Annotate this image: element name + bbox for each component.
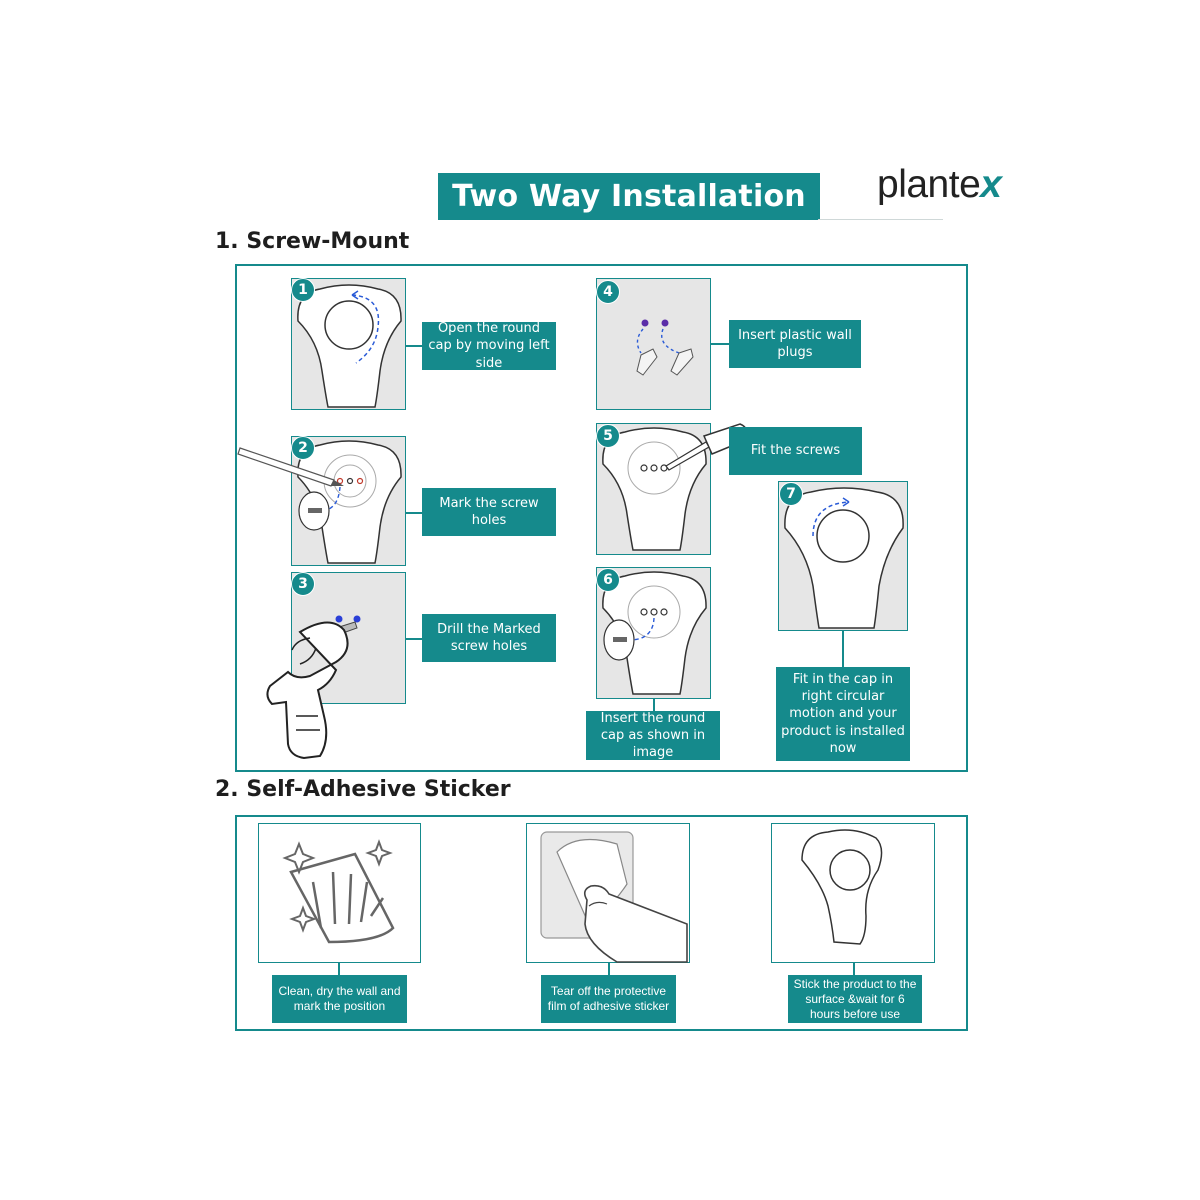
step-4-badge: 4 <box>596 280 620 304</box>
peel-sticker-icon <box>540 831 688 963</box>
connector <box>608 963 610 975</box>
insert-cap-icon <box>602 571 707 695</box>
title-banner: Two Way Installation <box>438 173 820 220</box>
step-1-badge: 1 <box>291 278 315 302</box>
mark-holes-icon <box>297 440 402 564</box>
step-1-label: Open the round cap by moving left side <box>422 321 556 371</box>
step-6-label: Insert the round cap as shown in image <box>586 711 720 760</box>
step-7-badge: 7 <box>779 482 803 506</box>
adhesive-step-1-label: Clean, dry the wall and mark the positio… <box>272 975 407 1023</box>
step-7-label: Fit in the cap in right circular motion … <box>776 667 910 761</box>
step-3-badge: 3 <box>291 572 315 596</box>
step-6-badge: 6 <box>596 568 620 592</box>
connector <box>711 343 729 345</box>
adhesive-step-1-illustration <box>258 823 421 963</box>
section-heading-screw-mount: 1. Screw-Mount <box>215 229 410 254</box>
connector <box>842 631 844 667</box>
step-1-illustration <box>291 278 406 410</box>
section-heading-self-adhesive: 2. Self-Adhesive Sticker <box>215 777 511 802</box>
step-3-label: Drill the Marked screw holes <box>422 614 556 662</box>
step-2-illustration <box>291 436 406 566</box>
brand-logo-x: x <box>980 163 1002 206</box>
cleaning-hand-icon <box>282 839 395 944</box>
screw-mount-frame <box>235 264 968 772</box>
hook-cap-closed-icon <box>784 487 904 629</box>
adhesive-step-2-illustration <box>526 823 690 963</box>
connector <box>406 345 422 347</box>
hook-cap-open-icon <box>297 284 402 408</box>
step-7-illustration <box>778 481 908 631</box>
step-5-label: Fit the screws <box>729 427 862 475</box>
connector <box>406 638 422 640</box>
adhesive-step-3-illustration <box>771 823 935 963</box>
stuck-hook-icon <box>801 829 883 945</box>
wall-plugs-icon <box>636 319 694 376</box>
step-5-illustration <box>596 423 711 555</box>
self-adhesive-frame <box>235 815 968 1031</box>
connector <box>653 699 655 711</box>
brand-logo-text: plante <box>877 163 981 206</box>
brand-underline <box>818 219 943 220</box>
step-2-label: Mark the screw holes <box>422 488 556 536</box>
adhesive-step-2-label: Tear off the protective film of adhesive… <box>541 975 676 1023</box>
step-5-badge: 5 <box>596 424 620 448</box>
brand-logo: plantex <box>877 163 1002 207</box>
connector <box>338 963 340 975</box>
connector <box>853 963 855 975</box>
step-4-label: Insert plastic wall plugs <box>729 320 861 368</box>
connector <box>406 512 422 514</box>
step-2-badge: 2 <box>291 436 315 460</box>
adhesive-step-3-label: Stick the product to the surface &wait f… <box>788 975 922 1023</box>
